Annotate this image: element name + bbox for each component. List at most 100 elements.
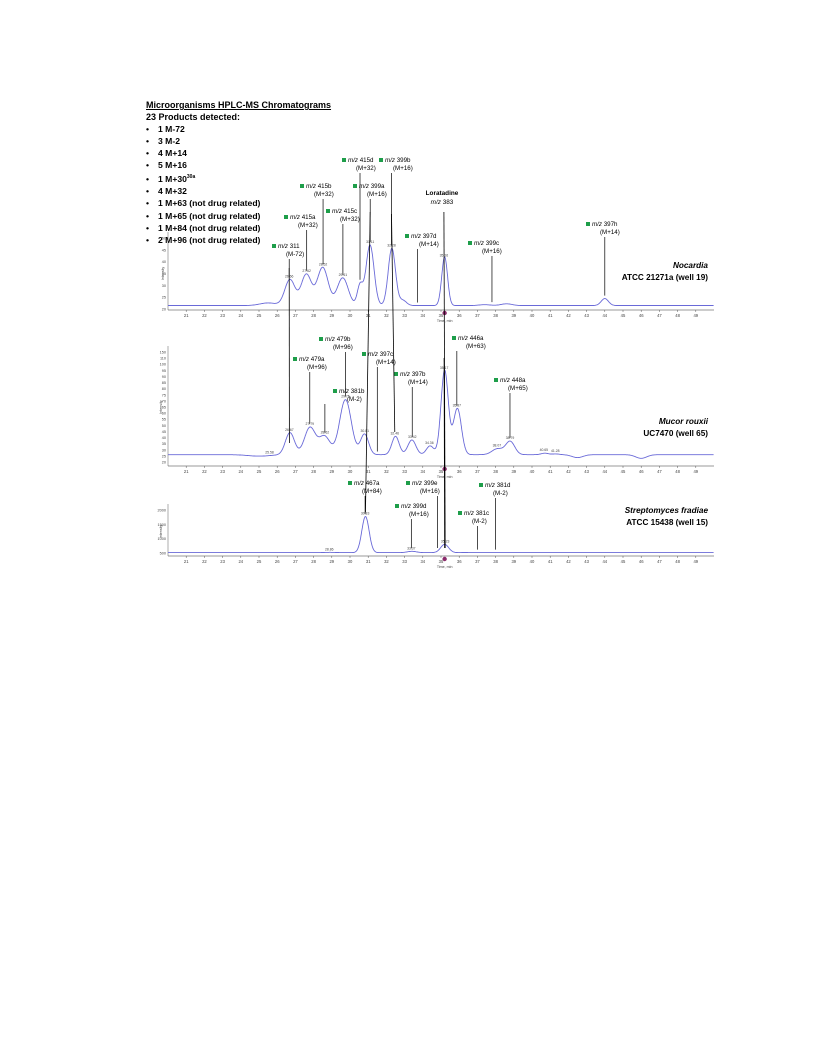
y-tick-label: 25: [162, 296, 166, 300]
x-tick-label: 32: [384, 559, 389, 564]
x-tick-label: 21: [184, 559, 189, 564]
metabolite-marker-icon: [319, 337, 323, 341]
product-text: 1 M+65 (not drug related): [158, 210, 261, 221]
x-tick-label: 36: [457, 469, 462, 474]
peak-label: 30.81: [360, 429, 369, 433]
mass-shift-label: (M+16): [367, 191, 387, 198]
x-tick-label: 23: [220, 559, 225, 564]
x-tick-label: 31: [366, 469, 371, 474]
x-tick-label: 40: [530, 559, 535, 564]
product-text: 1 M+84 (not drug related): [158, 222, 261, 233]
x-tick-label: 23: [220, 313, 225, 318]
product-text: 1 M-72: [158, 124, 185, 134]
x-tick-label: 49: [693, 313, 698, 318]
x-tick-label: 38: [493, 469, 498, 474]
chromatogram-trace: [168, 369, 714, 459]
mass-shift-label: (M+32): [314, 191, 334, 198]
mass-shift-label: (M-2): [493, 490, 508, 497]
x-tick-label: 45: [621, 559, 626, 564]
x-tick-label: 29: [329, 469, 334, 474]
product-text: 1 M+30: [158, 174, 187, 185]
product-item: •4 M+32: [146, 185, 260, 197]
x-tick-label: 24: [238, 469, 243, 474]
mass-shift-label: (M-72): [286, 251, 304, 258]
x-tick-label: 37: [475, 313, 480, 318]
x-tick-label: 49: [693, 559, 698, 564]
x-tick-label: 46: [639, 559, 644, 564]
x-tick-label: 35: [439, 469, 444, 474]
x-tick-label: 34: [420, 559, 425, 564]
y-tick-label: 50: [162, 424, 166, 428]
x-tick-label: 32: [384, 469, 389, 474]
metabolite-label: m/z 399e: [412, 480, 438, 487]
y-tick-label: 55: [162, 418, 166, 422]
x-tick-label: 43: [584, 469, 589, 474]
metabolite-label: m/z 381d: [485, 482, 511, 489]
products-list: •1 M-72•3 M-2•4 M+14•5 M+16•1 M+3030a•4 …: [146, 123, 260, 246]
x-tick-label: 35: [439, 559, 444, 564]
mass-shift-label: (M+96): [307, 364, 327, 371]
mass-shift-label: (M+14): [600, 229, 620, 236]
x-tick-label: 47: [657, 469, 662, 474]
metabolite-label: m/z 311: [278, 243, 300, 250]
x-tick-label: 28: [311, 559, 316, 564]
metabolite-label: m/z 397c: [368, 351, 393, 358]
product-item: •1 M+65 (not drug related): [146, 210, 260, 222]
x-tick-label: 21: [184, 469, 189, 474]
mass-shift-label: (M+14): [376, 359, 396, 366]
x-tick-label: 38: [493, 313, 498, 318]
mass-shift-label: (M+14): [419, 241, 439, 248]
x-tick-label: 33: [402, 313, 407, 318]
y-tick-label: 30: [162, 284, 166, 288]
x-tick-label: 27: [293, 313, 298, 318]
products-summary: 23 Products detected:: [146, 112, 241, 122]
y-tick-label: 35: [162, 272, 166, 276]
metabolite-marker-icon: [394, 372, 398, 376]
x-tick-label: 39: [511, 313, 516, 318]
x-tick-label: 36: [457, 313, 462, 318]
y-tick-label: 500: [160, 552, 166, 556]
metabolite-label: m/z 415c: [332, 208, 357, 215]
y-tick-label: 25: [162, 454, 166, 458]
x-tick-label: 27: [293, 559, 298, 564]
y-axis-label: Intensity: [161, 267, 165, 281]
reference-compound-label: Loratadine: [426, 190, 459, 197]
y-tick-label: 50: [162, 237, 166, 241]
strain-label: ATCC 15438 (well 15): [626, 518, 708, 527]
x-tick-label: 39: [511, 559, 516, 564]
x-tick-label: 22: [202, 559, 207, 564]
x-tick-label: 33: [402, 469, 407, 474]
x-tick-label: 43: [584, 313, 589, 318]
reference-mz-label: m/z 383: [431, 199, 454, 206]
x-tick-label: 41: [548, 313, 553, 318]
product-text: 4 M+14: [158, 148, 187, 159]
metabolite-label: m/z 397b: [400, 371, 426, 378]
mass-shift-label: (M+14): [408, 379, 428, 386]
metabolite-label: m/z 415b: [306, 183, 332, 190]
x-tick-label: 21: [184, 313, 189, 318]
x-tick-label: 25: [257, 313, 262, 318]
chromatogram-trace: [168, 244, 714, 306]
metabolite-marker-icon: [353, 184, 357, 188]
metabolite-label: m/z 397h: [592, 221, 618, 228]
organism-name: Mucor rouxii: [659, 417, 709, 426]
x-tick-label: 48: [675, 559, 680, 564]
product-item: • 1 M+84 (not drug related): [146, 222, 260, 234]
peak-label: 28.86: [325, 547, 334, 551]
x-tick-label: 26: [275, 469, 280, 474]
metabolite-marker-icon: [458, 511, 462, 515]
bullet-icon: •: [146, 222, 150, 233]
bullet-icon: •: [146, 148, 150, 159]
peak-label: 25.58: [265, 451, 274, 455]
y-tick-label: 20: [162, 461, 166, 465]
y-tick-label: 35: [162, 442, 166, 446]
product-text: 5 M+16: [158, 160, 187, 171]
y-tick-label: 45: [162, 430, 166, 434]
metabolite-marker-icon: [293, 357, 297, 361]
x-tick-label: 43: [584, 559, 589, 564]
y-tick-label: 90: [162, 375, 166, 379]
y-tick-label: 2000: [158, 509, 166, 513]
x-tick-label: 42: [566, 313, 571, 318]
metabolite-label: m/z 381c: [464, 510, 489, 517]
x-tick-label: 23: [220, 469, 225, 474]
